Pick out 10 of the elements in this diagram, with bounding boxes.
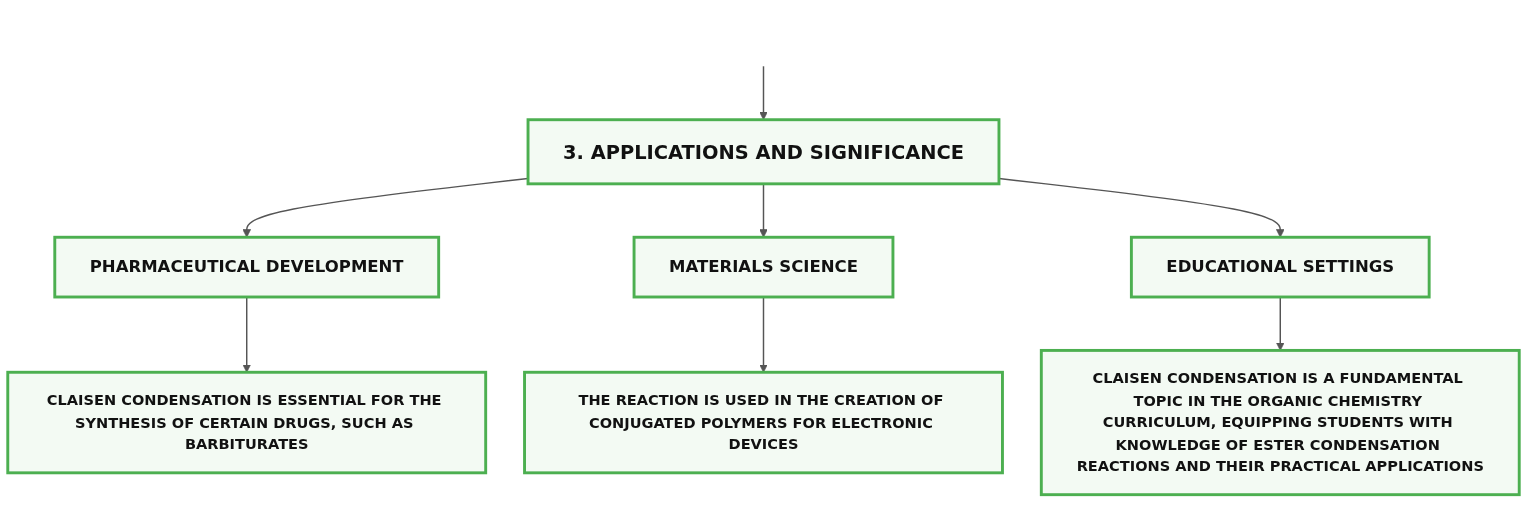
node-box: PHARMACEUTICAL DEVELOPMENT xyxy=(53,235,441,299)
node-box: MATERIALS SCIENCE xyxy=(632,235,895,299)
arrow xyxy=(998,177,1285,238)
node-box: CLAISEN CONDENSATION IS A FUNDAMENTAL TOPIC IN THE ORGANIC CHEMISTRY CURRICULUM, EQUIPPING STUDENTS WITH KNOWLEDGE OF ESTER CONDENSATION REACTIONS AND THEIR PRACTICAL APPLICATIONS xyxy=(1039,348,1521,497)
node-box: 3. APPLICATIONS AND SIGNIFICANCE xyxy=(526,118,1001,186)
node-box: CLAISEN CONDENSATION IS ESSENTIAL FOR THE SYNTHESIS OF CERTAIN DRUGS, SUCH AS BARBITURATES xyxy=(6,370,488,475)
node-box: EDUCATIONAL SETTINGS xyxy=(1129,235,1431,299)
node-box: THE REACTION IS USED IN THE CREATION OF CONJUGATED POLYMERS FOR ELECTRONIC DEVICES xyxy=(523,370,1004,475)
arrow xyxy=(242,177,529,238)
arrow xyxy=(759,183,768,238)
